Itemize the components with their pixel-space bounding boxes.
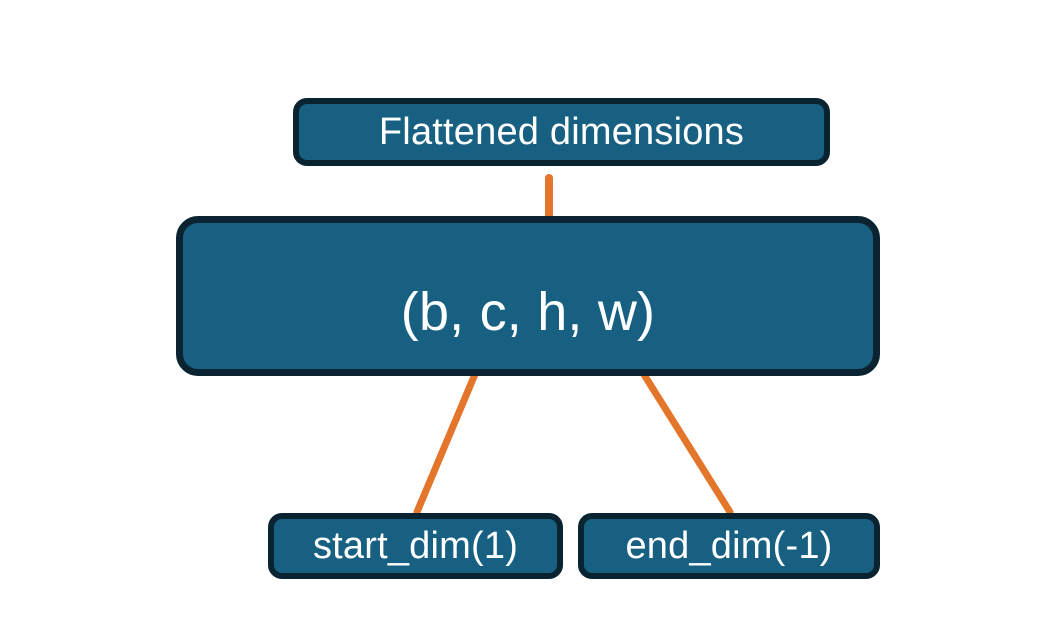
end-dim-label: end_dim(-1) xyxy=(625,525,833,567)
start-dim-box[interactable]: start_dim(1) xyxy=(268,513,563,579)
shape-tuple-label: (b, c, h, w) xyxy=(400,282,656,342)
shape-tuple-box[interactable]: (b, c, h, w) xyxy=(176,216,880,376)
end-dim-box[interactable]: end_dim(-1) xyxy=(578,513,880,579)
start-dim-label: start_dim(1) xyxy=(312,525,519,567)
flattened-dimensions-label: Flattened dimensions xyxy=(378,111,745,153)
flattened-dimensions-box[interactable]: Flattened dimensions xyxy=(293,98,830,166)
